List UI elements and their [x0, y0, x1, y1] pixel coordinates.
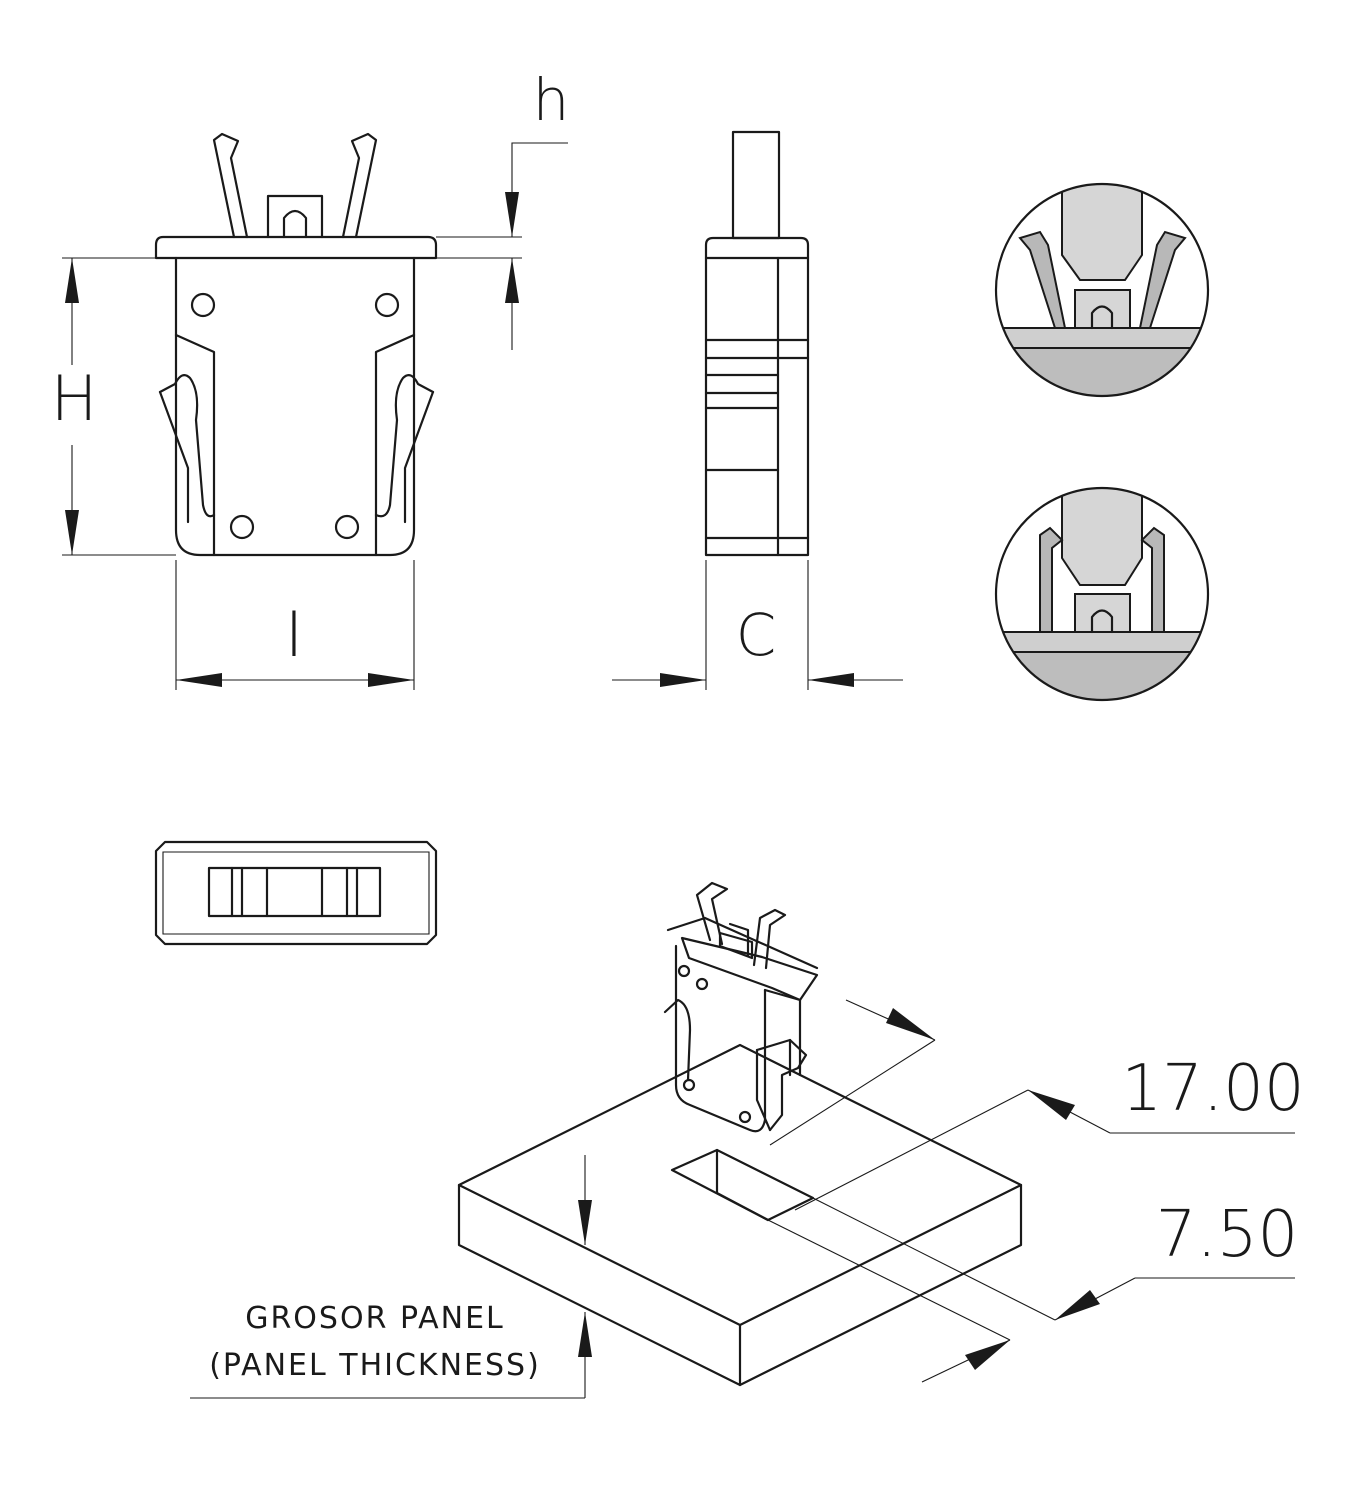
front-view: h H I — [51, 66, 570, 690]
label-C: C — [736, 601, 777, 669]
dim-depth-value: 7.50 — [1156, 1198, 1299, 1272]
detail-closed — [994, 486, 1210, 702]
side-view: C — [612, 130, 903, 690]
label-h: h — [533, 66, 570, 134]
panel-note-line1: GROSOR PANEL — [245, 1301, 505, 1336]
label-H: H — [51, 362, 98, 435]
detail-open — [994, 182, 1210, 398]
isometric-view: 17.00 7.50 GROSOR PANEL (PANEL THICKNESS… — [190, 881, 1305, 1399]
dim-width-value: 17.00 — [1121, 1052, 1304, 1126]
panel-note-line2: (PANEL THICKNESS) — [209, 1348, 541, 1383]
top-view — [154, 840, 438, 946]
label-I: I — [285, 598, 303, 671]
